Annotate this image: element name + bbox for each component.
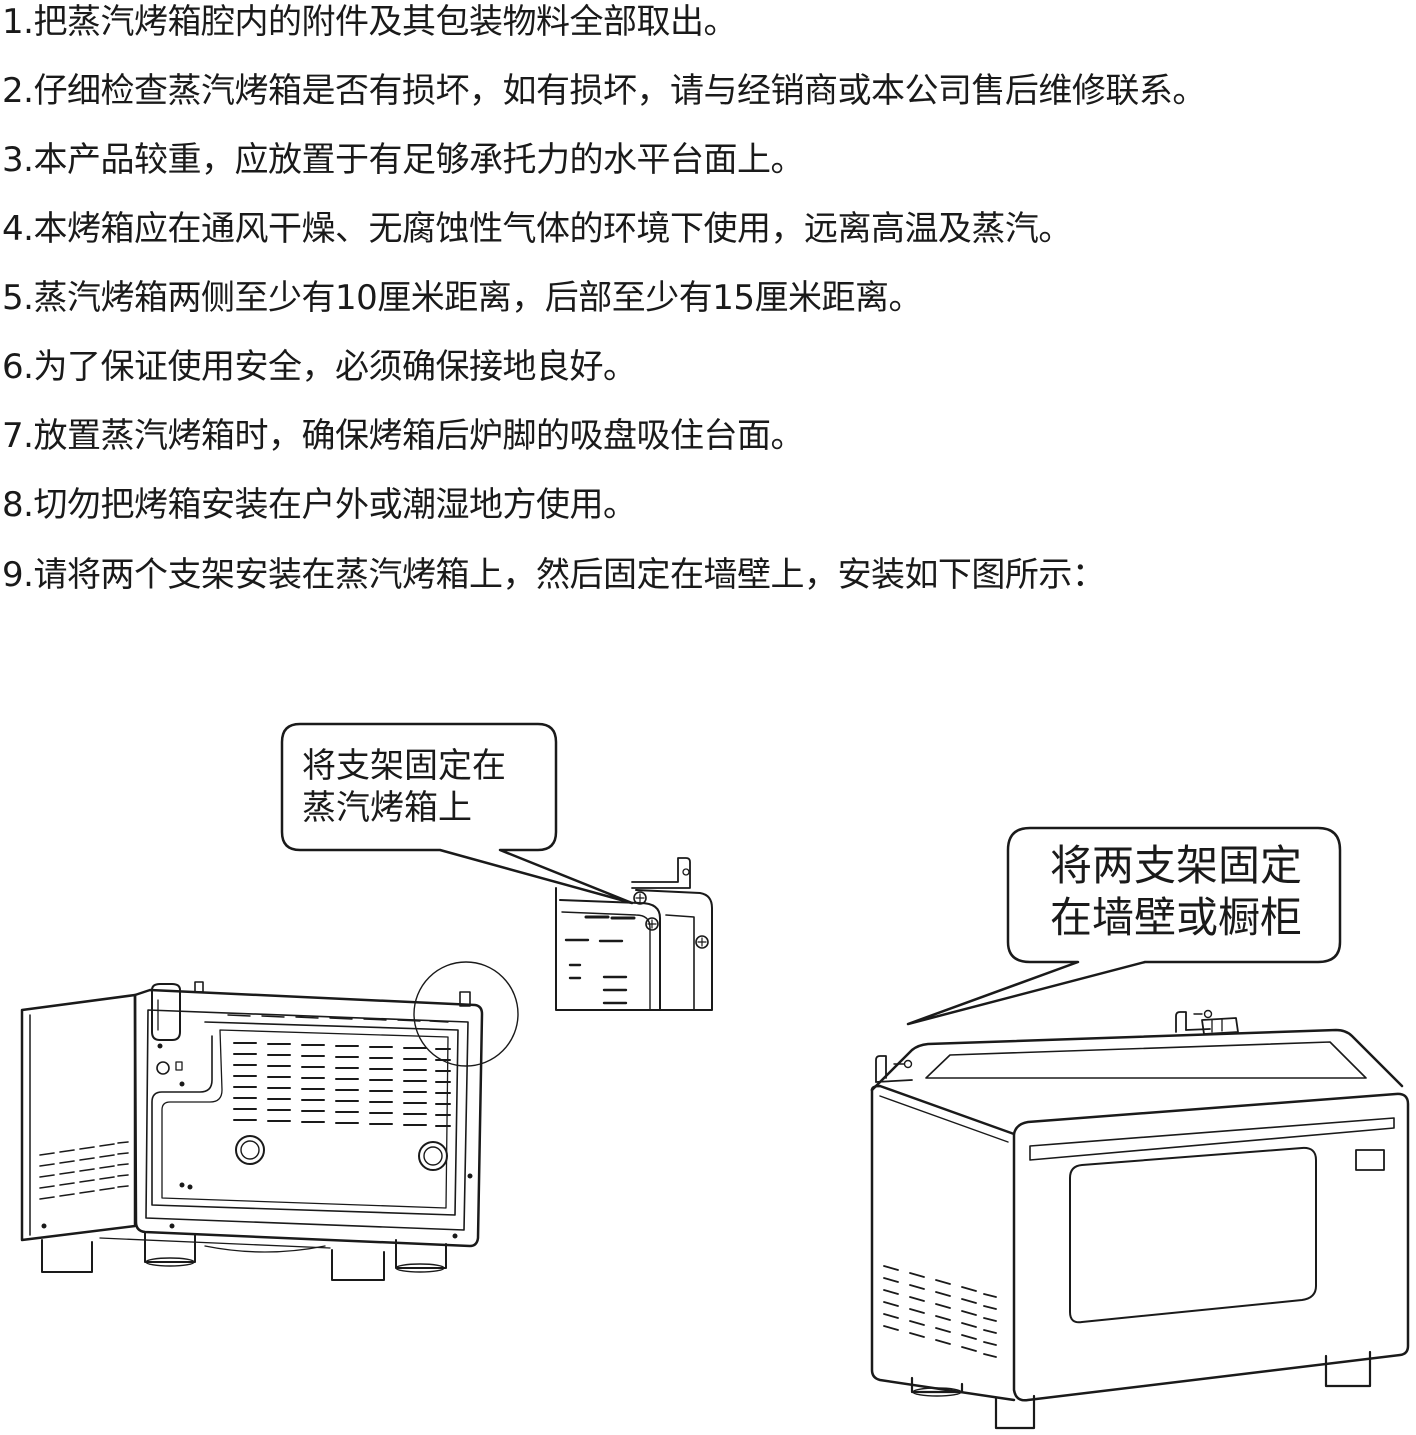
- side-vents-left: [39, 1141, 129, 1200]
- callout-right-line-2: 在墙壁或橱柜: [1050, 893, 1303, 942]
- rear-vents: [233, 1042, 451, 1127]
- bracket-detail-inset: [555, 857, 713, 1011]
- oven-front-view: [870, 826, 1410, 1430]
- oven-rear-view: [20, 722, 713, 1281]
- callout-right-line-1: 将两支架固定: [1050, 841, 1303, 890]
- instruction-item-9: 9.请将两个支架安装在蒸汽烤箱上，然后固定在墙壁上，安装如下图所示：: [2, 555, 1106, 595]
- callout-bubble-left: [280, 722, 634, 905]
- side-vents-right: [883, 1265, 997, 1358]
- instruction-item-4: 4.本烤箱应在通风干燥、无腐蚀性气体的环境下使用，远离高温及蒸汽。: [2, 209, 1072, 249]
- instruction-item-1: 1.把蒸汽烤箱腔内的附件及其包装物料全部取出。: [2, 2, 737, 42]
- instruction-item-7: 7.放置蒸汽烤箱时，确保烤箱后炉脚的吸盘吸住台面。: [2, 416, 804, 456]
- wall-bracket-left: [875, 1055, 913, 1083]
- instruction-item-3: 3.本产品较重，应放置于有足够承托力的水平台面上。: [2, 140, 804, 180]
- instruction-item-8: 8.切勿把烤箱安装在户外或潮湿地方使用。: [2, 485, 637, 525]
- callout-text-left: 将支架固定在 蒸汽烤箱上: [302, 745, 506, 829]
- callout-left-line-2: 蒸汽烤箱上: [302, 788, 472, 828]
- wall-bracket-right: [1175, 1009, 1239, 1035]
- oven-feet-left: [41, 1231, 447, 1281]
- callout-text-right: 将两支架固定 在墙壁或橱柜: [1050, 840, 1302, 944]
- instruction-item-2: 2.仔细检查蒸汽烤箱是否有损坏，如有损坏，请与经销商或本公司售后维修联系。: [2, 71, 1206, 111]
- callout-bubble-right: [906, 826, 1342, 1026]
- oven-feet-right: [910, 1350, 1372, 1430]
- instruction-item-6: 6.为了保证使用安全，必须确保接地良好。: [2, 347, 637, 387]
- callout-left-line-1: 将支架固定在: [302, 746, 506, 786]
- instruction-item-5: 5.蒸汽烤箱两侧至少有10厘米距离，后部至少有15厘米距离。: [2, 278, 922, 318]
